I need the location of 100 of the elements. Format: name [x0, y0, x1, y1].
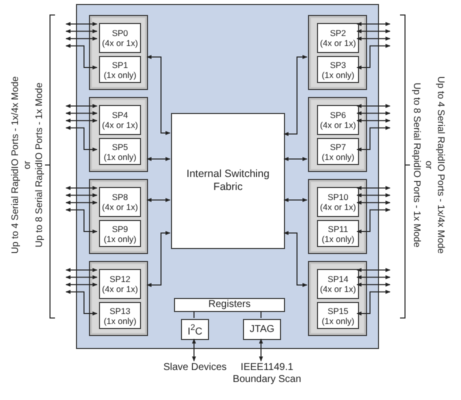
- port-mode: (1x only): [322, 234, 354, 244]
- arrow: [356, 200, 390, 205]
- port-group-box: [89, 15, 148, 90]
- port-mode: (4x or 1x): [102, 120, 138, 130]
- port-mode: (4x or 1x): [320, 38, 356, 48]
- port-name: SP0: [112, 28, 128, 38]
- arrow: [356, 29, 390, 34]
- arrow: [356, 111, 390, 116]
- port-mode: (1x only): [322, 152, 354, 162]
- arrow: [66, 193, 98, 198]
- arrow: [356, 186, 390, 190]
- arrow: [66, 126, 98, 152]
- port-group-box: [89, 97, 148, 172]
- interface-box: [243, 319, 281, 340]
- port-name: SP15: [328, 306, 348, 316]
- arrow: [284, 231, 308, 287]
- arrow: [356, 193, 390, 198]
- port-mode: (1x only): [322, 316, 354, 326]
- port-name: SP13: [110, 306, 130, 316]
- arrow: [284, 157, 308, 161]
- port-box: [99, 187, 141, 217]
- port-mode: (1x only): [104, 70, 136, 80]
- arrow: [356, 208, 390, 234]
- port-box: [99, 138, 141, 165]
- bracket-label: Up to 8 Serial RapidIO Ports - 1x Mode: [34, 82, 46, 250]
- connector-line: [260, 310, 262, 318]
- bracket-label: Up to 8 Serial RapidIO Ports - 1x Mode: [410, 82, 422, 250]
- port-box: [317, 269, 359, 299]
- port-mode: (1x only): [322, 70, 354, 80]
- arrow: [356, 118, 390, 123]
- port-box: [99, 302, 141, 329]
- port-name: SP1: [112, 60, 128, 70]
- arrow: [284, 55, 308, 136]
- arrow: [146, 55, 170, 135]
- arrow: [356, 36, 390, 41]
- arrow: [146, 198, 170, 202]
- bracket-label: Up to 4 Serial RapidIO Ports - 1x/4x Mode: [434, 75, 446, 256]
- port-mode: (1x only): [104, 152, 136, 162]
- bracket-label: Up to 4 Serial RapidIO Ports - 1x/4x Mode: [10, 75, 22, 256]
- arrow: [66, 36, 98, 41]
- port-name: SP10: [328, 192, 348, 202]
- register-box: [174, 298, 285, 312]
- port-name: SP9: [112, 224, 128, 234]
- port-box: [99, 105, 141, 135]
- arrow: [356, 22, 390, 26]
- arrow: [356, 282, 390, 287]
- arrow: [356, 126, 390, 152]
- port-group-box: [89, 179, 148, 254]
- arrow: [66, 208, 98, 234]
- port-name: SP8: [112, 192, 128, 202]
- port-name: SP6: [330, 110, 346, 120]
- arrow: [192, 338, 196, 362]
- port-mode: (1x only): [104, 316, 136, 326]
- arrow: [66, 282, 98, 287]
- arrow: [146, 231, 170, 287]
- signal-label: Slave Devices: [155, 361, 235, 374]
- arrow: [356, 290, 390, 316]
- arrow: [356, 275, 390, 280]
- port-name: SP5: [112, 142, 128, 152]
- interface-box: [181, 319, 209, 340]
- interface-label: JTAG: [250, 324, 274, 334]
- port-name: SP3: [330, 60, 346, 70]
- register-label: Registers: [208, 300, 251, 310]
- arrow: [66, 104, 98, 108]
- port-name: SP11: [328, 224, 348, 234]
- port-box: [317, 56, 359, 83]
- arrow: [66, 22, 98, 26]
- port-box: [99, 269, 141, 299]
- arrow: [356, 104, 390, 108]
- port-box: [99, 56, 141, 83]
- port-group-box: [308, 15, 367, 90]
- arrow: [66, 186, 98, 190]
- port-group-box: [308, 179, 367, 254]
- port-box: [317, 220, 359, 247]
- arrow: [66, 268, 98, 272]
- arrow: [66, 118, 98, 123]
- switch-fabric-box: [171, 113, 285, 249]
- arrow: [66, 44, 98, 70]
- port-mode: (1x only): [104, 234, 136, 244]
- arrow: [66, 200, 98, 205]
- bracket-label: or: [22, 160, 34, 172]
- port-mode: (4x or 1x): [102, 38, 138, 48]
- arrow: [356, 268, 390, 272]
- arrow: [259, 338, 263, 362]
- port-box: [317, 302, 359, 329]
- port-box: [99, 23, 141, 53]
- port-box: [99, 220, 141, 247]
- port-name: SP12: [110, 274, 130, 284]
- arrow: [66, 275, 98, 280]
- port-group-box: [308, 97, 367, 172]
- port-mode: (4x or 1x): [320, 202, 356, 212]
- arrow: [66, 29, 98, 34]
- chip-outline: [76, 4, 379, 349]
- port-mode: (4x or 1x): [320, 284, 356, 294]
- arrow: [284, 198, 308, 202]
- bracket-label: or: [422, 160, 434, 172]
- port-box: [317, 23, 359, 53]
- arrow: [146, 157, 170, 161]
- port-box: [317, 187, 359, 217]
- port-group-box: [308, 261, 367, 336]
